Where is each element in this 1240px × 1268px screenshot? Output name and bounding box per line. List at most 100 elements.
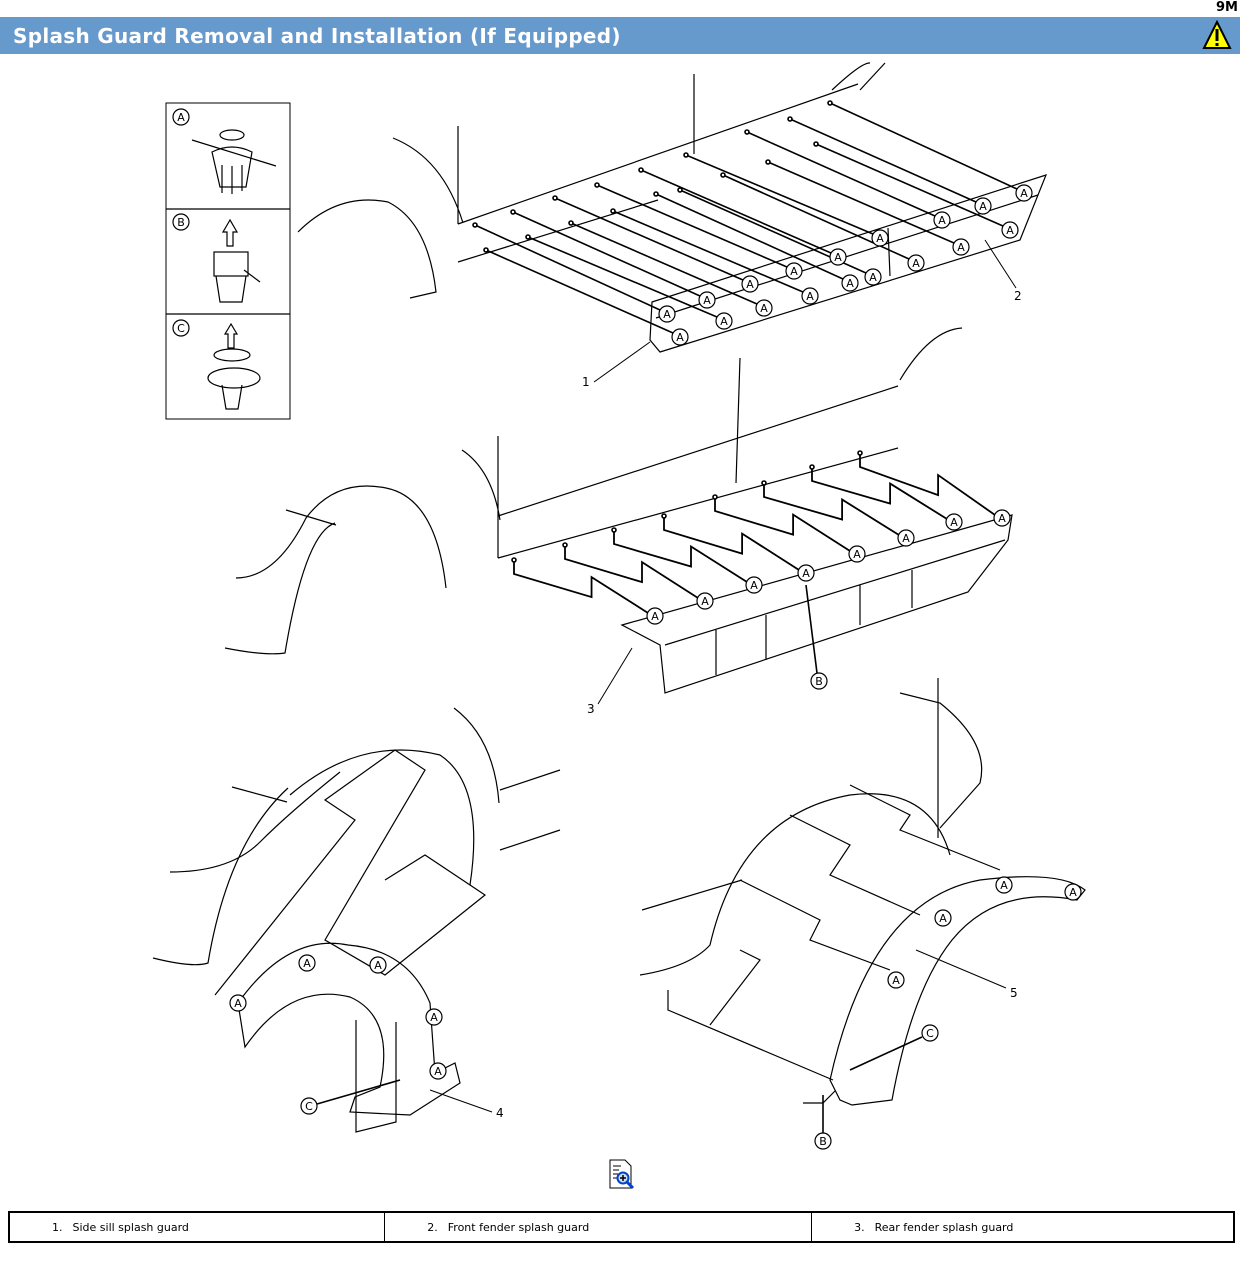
svg-text:A: A <box>938 214 946 227</box>
callout-a: A <box>945 513 963 531</box>
callout-a: A <box>848 545 866 563</box>
svg-text:A: A <box>806 290 814 303</box>
svg-text:A: A <box>760 302 768 315</box>
callout-a: A <box>993 509 1011 527</box>
svg-text:A: A <box>939 912 947 925</box>
callout-a: A <box>1001 221 1019 239</box>
callout-a: A <box>658 305 676 323</box>
svg-text:A: A <box>998 512 1006 525</box>
callout-a: A <box>974 197 992 215</box>
svg-text:A: A <box>979 200 987 213</box>
svg-text:A: A <box>869 271 877 284</box>
callout-a: A <box>715 312 733 330</box>
callout-b: B <box>814 1132 832 1150</box>
callout-a: A <box>907 254 925 272</box>
svg-text:A: A <box>802 567 810 580</box>
callout-a: A <box>841 274 859 292</box>
svg-text:C: C <box>305 1100 313 1113</box>
page-code: 9M <box>1216 0 1238 15</box>
callout-a: A <box>698 291 716 309</box>
svg-text:A: A <box>663 308 671 321</box>
callout-a: A <box>745 576 763 594</box>
svg-text:A: A <box>177 111 185 124</box>
svg-text:A: A <box>846 277 854 290</box>
warning-triangle-icon <box>1202 20 1232 49</box>
callout-a: A <box>298 954 316 972</box>
callout-a: A <box>871 229 889 247</box>
svg-text:A: A <box>651 610 659 623</box>
legend-item-1: 1.Side sill splash guard <box>8 1211 386 1243</box>
page-title: Splash Guard Removal and Installation (I… <box>13 24 621 48</box>
callout-a: A <box>696 592 714 610</box>
callout-a: A <box>797 564 815 582</box>
header-bar: Splash Guard Removal and Installation (I… <box>0 17 1240 54</box>
svg-text:C: C <box>177 322 185 335</box>
svg-text:C: C <box>926 1027 934 1040</box>
svg-text:A: A <box>790 265 798 278</box>
svg-text:A: A <box>234 997 242 1010</box>
part-number-1: 1 <box>582 375 590 389</box>
svg-text:A: A <box>720 315 728 328</box>
callout-a: A <box>785 262 803 280</box>
fender-right-view <box>639 678 1086 1106</box>
callout-a: A <box>864 268 882 286</box>
callout-a: A <box>229 994 247 1012</box>
callout-a: A <box>801 287 819 305</box>
svg-text:A: A <box>1006 224 1014 237</box>
legend-item-2: 2.Front fender splash guard <box>384 1211 813 1243</box>
callout-a: A <box>671 328 689 346</box>
inset-label-a: A <box>172 108 190 126</box>
svg-text:A: A <box>746 278 754 291</box>
callout-a: A <box>741 275 759 293</box>
svg-text:B: B <box>815 675 823 688</box>
svg-text:A: A <box>950 516 958 529</box>
part-number-5: 5 <box>1010 986 1018 1000</box>
part-number-2: 2 <box>1014 289 1022 303</box>
inset-label-c: C <box>172 319 190 337</box>
callout-a: A <box>952 238 970 256</box>
front-fender-view <box>224 327 1013 694</box>
svg-text:A: A <box>303 957 311 970</box>
svg-text:A: A <box>892 974 900 987</box>
callout-a: A <box>933 211 951 229</box>
svg-text:A: A <box>902 532 910 545</box>
svg-text:A: A <box>701 595 709 608</box>
svg-text:A: A <box>912 257 920 270</box>
legend-table: 1.Side sill splash guard 2.Front fender … <box>8 1211 1235 1243</box>
callout-b: B <box>810 672 828 690</box>
svg-text:A: A <box>1069 886 1077 899</box>
callout-a: A <box>1064 883 1082 901</box>
callout-a: A <box>369 956 387 974</box>
part-number-3: 3 <box>587 702 595 716</box>
part-number-4: 4 <box>496 1106 504 1120</box>
svg-text:B: B <box>177 216 185 229</box>
svg-text:A: A <box>703 294 711 307</box>
callout-a: A <box>429 1062 447 1080</box>
svg-text:A: A <box>957 241 965 254</box>
callout-a: A <box>887 971 905 989</box>
svg-text:A: A <box>834 251 842 264</box>
fender-left-view <box>152 707 561 1133</box>
callout-a: A <box>934 909 952 927</box>
clip-inset-table <box>165 102 291 420</box>
svg-text:A: A <box>430 1011 438 1024</box>
inset-label-b: B <box>172 213 190 231</box>
zoom-in-document-icon[interactable] <box>607 1158 637 1190</box>
callout-a: A <box>1015 184 1033 202</box>
svg-text:A: A <box>1020 187 1028 200</box>
callout-a: A <box>755 299 773 317</box>
svg-text:B: B <box>819 1135 827 1148</box>
callout-a: A <box>897 529 915 547</box>
callout-a: A <box>829 248 847 266</box>
svg-text:A: A <box>434 1065 442 1078</box>
callout-a: A <box>425 1008 443 1026</box>
callout-a: A <box>995 876 1013 894</box>
callout-a: A <box>646 607 664 625</box>
svg-text:A: A <box>876 232 884 245</box>
svg-text:A: A <box>1000 879 1008 892</box>
legend-item-3: 3.Rear fender splash guard <box>811 1211 1235 1243</box>
callout-c: C <box>921 1024 939 1042</box>
callout-c: C <box>300 1097 318 1115</box>
svg-text:A: A <box>676 331 684 344</box>
